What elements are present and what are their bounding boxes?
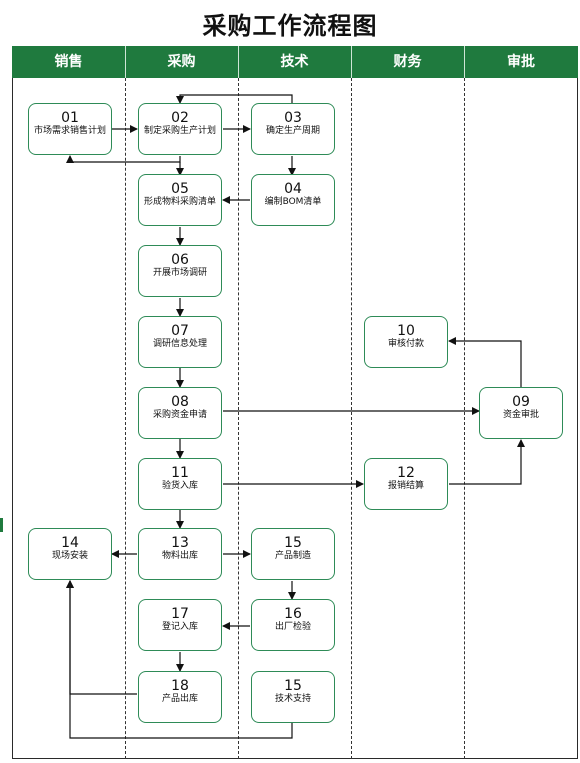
node-number: 07 — [171, 323, 189, 339]
node-number: 09 — [512, 394, 530, 410]
node-label: 验货入库 — [161, 481, 198, 491]
lane-header-divider — [351, 46, 352, 78]
node-label: 开展市场调研 — [152, 268, 207, 278]
node-label: 制定采购生产计划 — [143, 126, 216, 136]
node-number: 18 — [171, 678, 189, 694]
node-label: 出厂检验 — [274, 622, 311, 632]
node-number: 02 — [171, 110, 189, 126]
node-number: 06 — [171, 252, 189, 268]
node-number: 01 — [61, 110, 79, 126]
lane-header-sales: 销售 — [54, 54, 83, 70]
node-number: 15 — [284, 678, 302, 694]
lane-divider — [238, 78, 239, 759]
lane-header-divider — [125, 46, 126, 78]
node-number: 11 — [171, 465, 189, 481]
node-label: 采购资金申请 — [152, 410, 207, 420]
node-label: 现场安装 — [51, 551, 88, 561]
node-number: 10 — [397, 323, 415, 339]
node-number: 16 — [284, 606, 302, 622]
node-number: 13 — [171, 535, 189, 551]
page-title: 采购工作流程图 — [202, 12, 378, 40]
node-number: 04 — [284, 181, 302, 197]
node-label: 物料出库 — [161, 551, 198, 561]
lane-header: 销售 采购 技术 财务 审批 — [12, 46, 578, 78]
node-label: 调研信息处理 — [152, 339, 207, 349]
lane-header-divider — [238, 46, 239, 78]
node-label: 审核付款 — [387, 339, 424, 349]
lane-divider — [351, 78, 352, 759]
node-label: 产品出库 — [161, 694, 198, 704]
node-number: 14 — [61, 535, 79, 551]
diagram-frame — [12, 78, 578, 759]
node-label: 产品制造 — [274, 551, 311, 561]
node-label: 编制BOM清单 — [264, 197, 322, 207]
lane-divider — [125, 78, 126, 759]
node-number: 15 — [284, 535, 302, 551]
node-label: 形成物料采购清单 — [143, 197, 216, 207]
node-label: 登记入库 — [161, 622, 198, 632]
node-label: 资金审批 — [502, 410, 539, 420]
edge-marker — [0, 518, 3, 532]
node-label: 市场需求销售计划 — [33, 126, 106, 136]
node-label: 确定生产周期 — [265, 126, 320, 136]
node-label: 技术支持 — [274, 694, 311, 704]
node-number: 05 — [171, 181, 189, 197]
lane-header-technical: 技术 — [280, 54, 309, 70]
node-number: 03 — [284, 110, 302, 126]
lane-header-approval: 审批 — [507, 54, 535, 70]
node-number: 17 — [171, 606, 189, 622]
node-number: 12 — [397, 465, 415, 481]
lane-header-divider — [464, 46, 465, 78]
lane-header-finance: 财务 — [393, 54, 422, 70]
lane-divider — [464, 78, 465, 759]
node-label: 报销结算 — [387, 481, 424, 491]
node-number: 08 — [171, 394, 189, 410]
lane-header-purchasing: 采购 — [167, 54, 196, 70]
